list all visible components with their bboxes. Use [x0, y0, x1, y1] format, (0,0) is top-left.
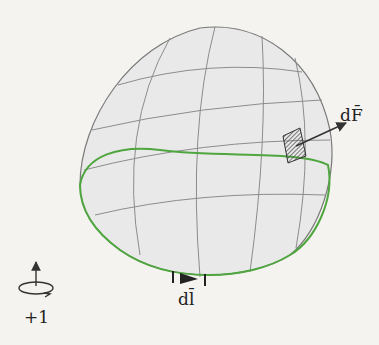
- surface-element: [283, 128, 306, 163]
- symbol-label: +1: [24, 308, 49, 327]
- symbol-label: dl̄: [178, 290, 194, 309]
- symbol-label: dF̄: [340, 106, 363, 125]
- boundary-curve: [80, 149, 329, 275]
- normal-vector: [296, 123, 346, 146]
- surface-grid: [84, 27, 330, 277]
- line-element: [173, 271, 205, 286]
- orientation-symbol: [19, 262, 53, 297]
- surface-outline: [80, 27, 332, 275]
